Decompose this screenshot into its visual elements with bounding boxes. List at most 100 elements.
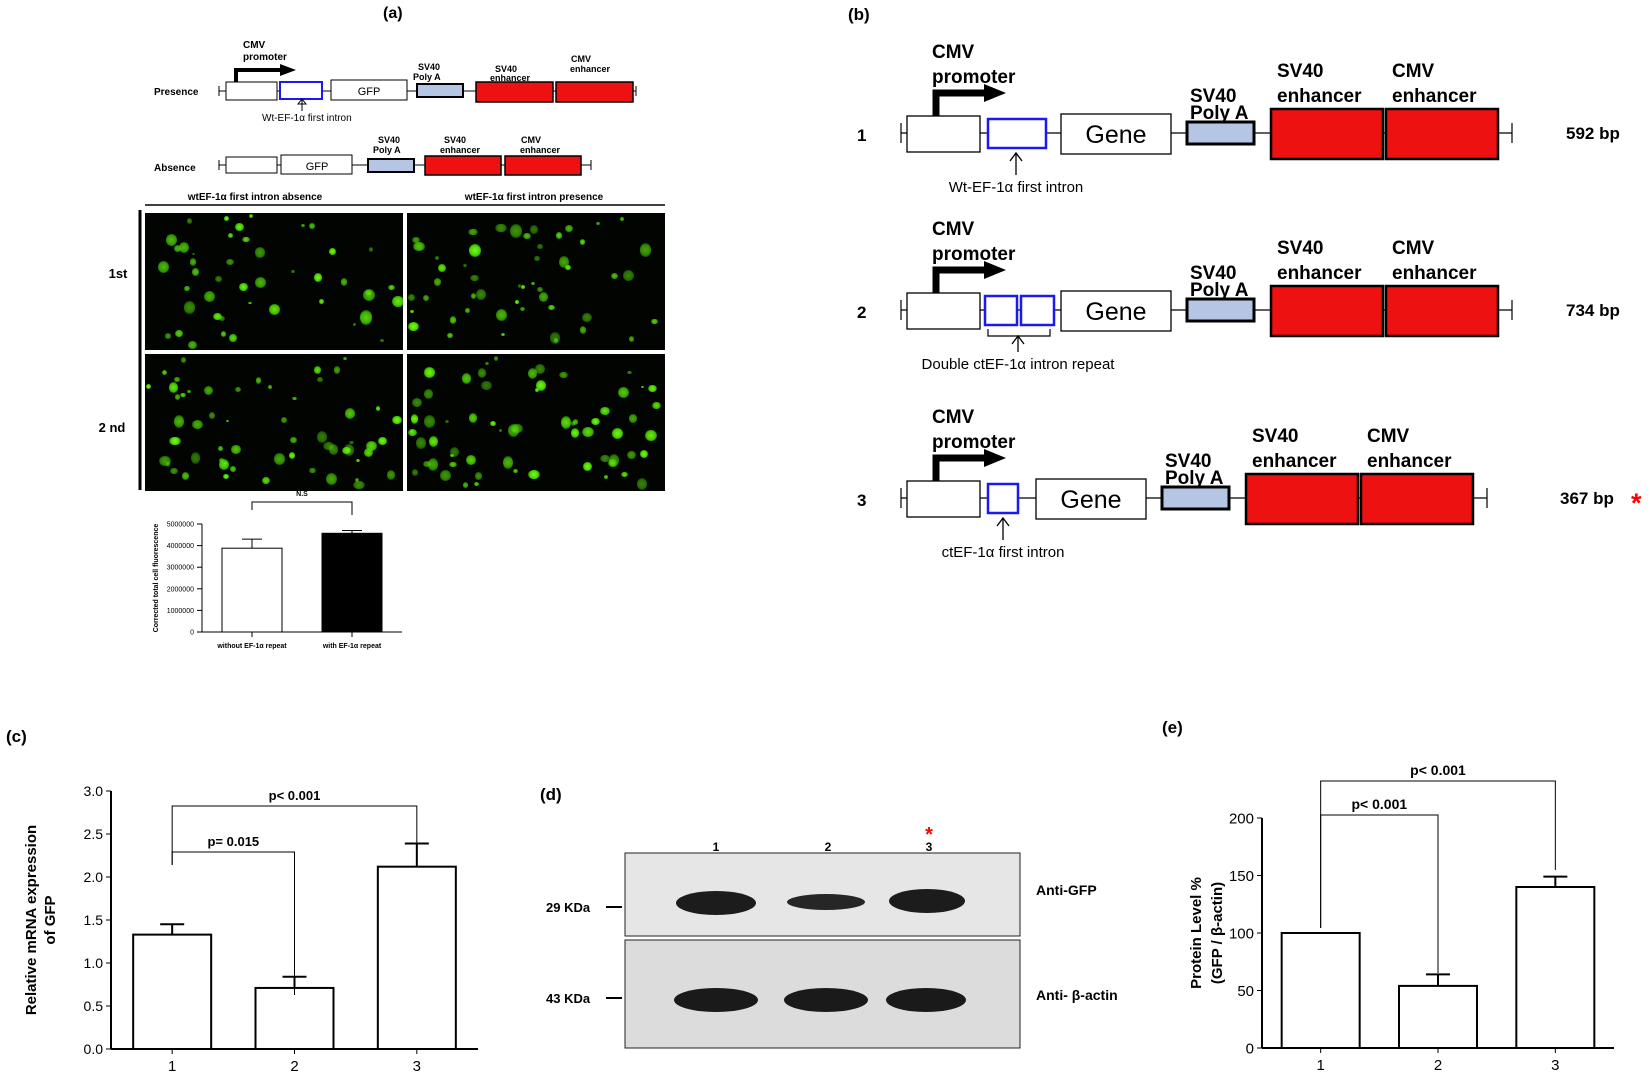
fluorescent-cell: [596, 221, 601, 226]
fluorescent-cell: [309, 467, 316, 474]
lane-label: 1: [713, 840, 720, 854]
y-tick-label: 2.0: [84, 869, 104, 885]
fluorescent-cell: [535, 380, 547, 392]
fluorescent-cell: [502, 456, 514, 470]
fluorescent-cell: [356, 459, 361, 463]
cmv-promoter-box: [906, 480, 981, 518]
fluorescent-cell: [604, 475, 609, 479]
fluorescent-cell: [466, 454, 476, 465]
cmv-enhancer-box: [555, 81, 634, 103]
fluorescent-cell: [464, 308, 471, 314]
fluorescent-cell: [449, 454, 454, 457]
sv40-enhancer-label: enhancer: [440, 145, 481, 155]
fluorescent-cell: [175, 329, 183, 338]
marker-label: 29 KDa: [546, 900, 591, 915]
cmv-promoter-box: [906, 115, 981, 153]
fluorescent-cell: [410, 413, 419, 424]
fluorescent-cell: [292, 396, 297, 400]
y-tick-label: 200: [1229, 810, 1254, 827]
panel-label-c: (c): [6, 727, 27, 746]
fluorescent-cell: [583, 461, 592, 472]
bar: [1515, 886, 1596, 1049]
promoter-arrowhead-icon: [984, 449, 1006, 467]
fluorescent-cell: [248, 214, 253, 219]
y-tick-label: 1000000: [167, 608, 194, 615]
construct-number: 1: [857, 126, 866, 145]
fluorescent-cell: [422, 294, 429, 302]
fluorescent-cell: [555, 231, 562, 239]
marker-label: 43 KDa: [546, 991, 591, 1006]
cmv-enhancer-box: [504, 155, 582, 176]
fluorescent-cell: [239, 283, 248, 292]
panel-label-a: (a): [383, 5, 403, 22]
promoter-label: CMV: [932, 42, 975, 63]
fluorescent-cell: [204, 291, 215, 303]
lane-label: 2: [825, 840, 832, 854]
fluorescent-cell: [622, 270, 635, 282]
sv40-enhancer-box: [1269, 107, 1385, 161]
fluorescent-cell: [416, 437, 427, 449]
fluorescent-cell: [480, 380, 493, 390]
fluorescent-cell: [289, 437, 297, 443]
fluorescent-cell: [501, 332, 506, 336]
fluorescent-cell: [269, 304, 281, 315]
significance-label: p< 0.001: [1352, 796, 1408, 812]
lane-label: 3: [926, 840, 933, 854]
fluorescent-cell: [165, 461, 171, 467]
polya-label: Poly A: [1165, 468, 1224, 489]
fluorescent-cell: [208, 411, 216, 420]
cmv-enhancer-label: enhancer: [1392, 263, 1477, 284]
fluorescent-cell: [376, 406, 381, 411]
fluorescent-cell: [565, 264, 571, 271]
fluorescent-cell: [620, 472, 628, 478]
fluorescent-cell: [617, 386, 630, 399]
promoter-label: promoter: [243, 52, 287, 63]
fluorescent-cell: [435, 255, 440, 260]
fluorescent-cell: [325, 473, 337, 486]
fluorescent-cell: [377, 436, 388, 446]
fluorescent-cell: [191, 252, 196, 256]
fluorescent-cell: [174, 377, 181, 382]
cmv-promoter-box: [225, 81, 278, 101]
fluorescent-cell: [639, 242, 652, 257]
fluorescent-cell: [462, 482, 469, 488]
promoter-arrowhead-icon: [984, 84, 1006, 102]
band-gfp-2: [787, 894, 865, 910]
polya-box: [416, 83, 464, 98]
cmv-enhancer-label: CMV: [521, 135, 541, 145]
fluorescent-cell: [429, 435, 439, 447]
fluorescent-cell: [446, 332, 453, 339]
sv40-enhancer-box: [475, 81, 554, 103]
promoter-label: promoter: [932, 244, 1016, 265]
fluorescent-cell: [387, 470, 396, 480]
fluorescent-cell: [227, 232, 233, 239]
fluorescent-cell: [608, 459, 618, 468]
fluorescent-cell: [499, 428, 503, 432]
fluorescent-cell: [191, 420, 203, 430]
fluorescent-cell: [534, 363, 545, 374]
fluorescent-cell: [521, 284, 525, 289]
fluorescent-cell: [145, 383, 152, 390]
gene-box: [1060, 290, 1172, 332]
fluorescent-cell: [485, 361, 490, 366]
fluorescent-cell: [192, 267, 200, 277]
fluorescent-cell: [388, 285, 396, 291]
intron-box: [986, 482, 1020, 515]
fluorescent-cell: [242, 236, 250, 243]
construct-size: 592 bp: [1566, 124, 1620, 143]
intron-box: [1019, 294, 1056, 327]
fluorescent-cell: [478, 368, 487, 378]
fluorescent-cell: [627, 370, 632, 375]
y-tick-label: 2.5: [84, 826, 104, 842]
fluorescent-cell: [343, 444, 355, 456]
intron-caption: Double ctEF-1α intron repeat: [922, 356, 1116, 373]
y-axis-label: Corrected total cell fluorescence: [153, 524, 160, 633]
chart-a-fluorescence: 010000002000000300000040000005000000with…: [153, 491, 402, 650]
fluorescent-cell: [529, 225, 539, 235]
promoter-label: promoter: [932, 432, 1016, 453]
promoter-label: CMV: [932, 219, 975, 240]
cmv-enhancer-label: enhancer: [1392, 86, 1477, 107]
cmv-enhancer-label: enhancer: [520, 145, 561, 155]
column-header: wtEF-1α first intron presence: [464, 192, 604, 203]
